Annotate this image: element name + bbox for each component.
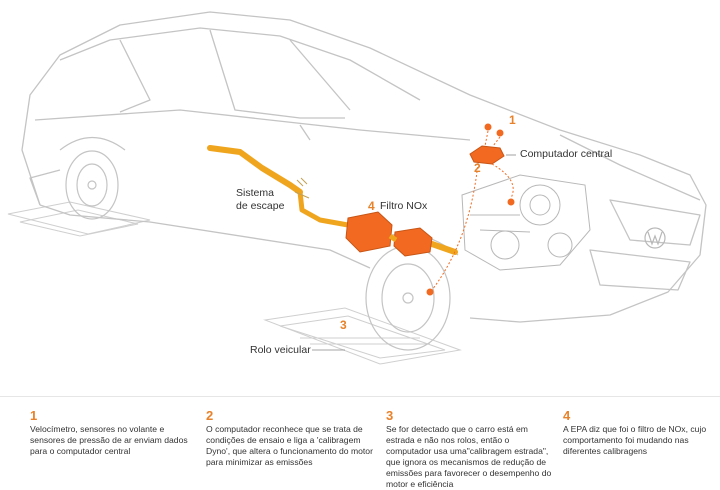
step-3-number: 3 [386, 408, 394, 423]
step-1-text: Velocímetro, sensores no volante e senso… [30, 424, 188, 456]
rear-wheel [59, 137, 126, 220]
central-computer-icon [469, 145, 505, 165]
engine-block [461, 174, 591, 271]
step-1-number: 1 [30, 408, 38, 423]
sensor-dots [426, 123, 515, 296]
roller-num: 3 [340, 318, 347, 332]
label-num-2: 2 [474, 161, 481, 175]
exhaust-flex-joint [294, 177, 310, 199]
signal-lines [431, 130, 514, 291]
car-illustration [7, 11, 707, 365]
exhaust-label-line2: de escape [236, 200, 285, 212]
step-3-text: Se for detectado que o carro está em est… [386, 424, 552, 489]
step-4-number: 4 [563, 408, 571, 423]
step-4-text: A EPA diz que foi o filtro de NOx, cujo … [563, 424, 707, 456]
nox-label: Filtro NOx [380, 200, 428, 212]
vw-logo-icon [644, 227, 666, 249]
step-4: 4 A EPA diz que foi o filtro de NOx, cuj… [563, 408, 713, 457]
car-body [21, 11, 707, 323]
section-divider [0, 396, 720, 397]
computer-label: Computador central [520, 148, 613, 160]
step-2-number: 2 [206, 408, 214, 423]
car-diagram: 1 2 Computador central Sistema de escape… [7, 11, 707, 365]
nox-num: 4 [368, 199, 375, 213]
exhaust-label-line1: Sistema [236, 187, 274, 199]
nox-filter-icon [345, 211, 433, 257]
label-num-1: 1 [509, 113, 516, 127]
step-1: 1 Velocímetro, sensores no volante e sen… [30, 408, 198, 457]
roller-label: Rolo veicular [250, 344, 311, 356]
roller-platforms [7, 201, 462, 365]
step-3: 3 Se for detectado que o carro está em e… [386, 408, 554, 490]
step-2: 2 O computador reconhece que se trata de… [206, 408, 374, 468]
step-2-text: O computador reconhece que se trata de c… [206, 424, 373, 467]
exhaust-pipe [207, 145, 458, 255]
